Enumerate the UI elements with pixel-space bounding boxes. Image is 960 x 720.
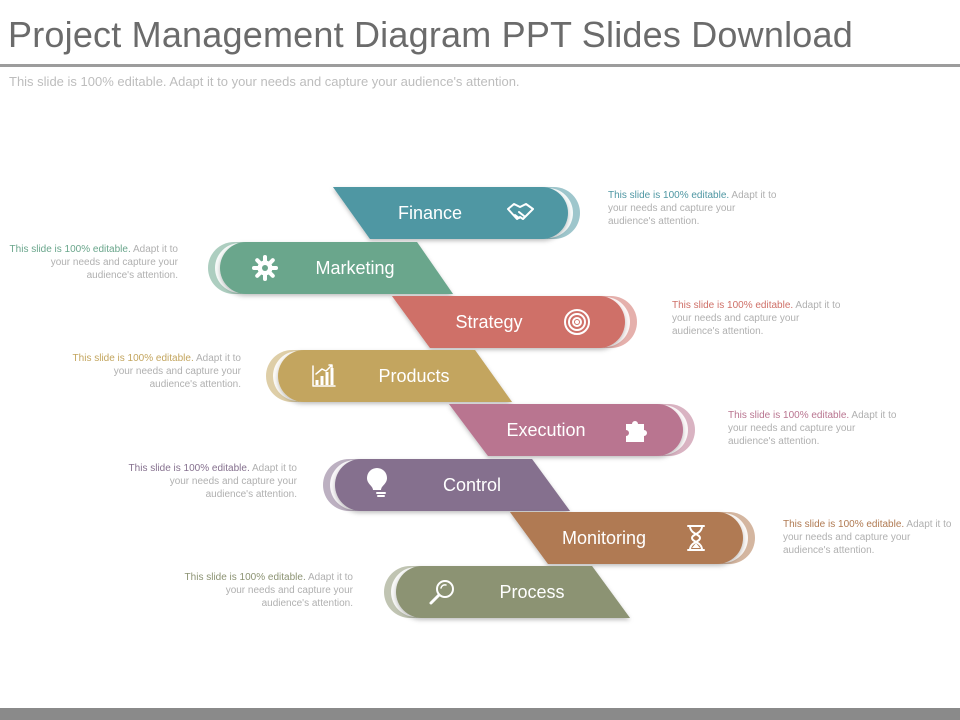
stage-shape bbox=[278, 350, 512, 402]
stage-label: Finance bbox=[398, 203, 462, 223]
stage-strategy: Strategy bbox=[392, 296, 637, 348]
description-highlight: This slide is 100% editable. bbox=[728, 410, 850, 421]
description-text: Adapt it to your needs and capture your … bbox=[783, 519, 952, 556]
stage-description: This slide is 100% editable. Adapt it to… bbox=[783, 518, 955, 557]
description-text: Adapt it to your needs and capture your … bbox=[169, 463, 297, 500]
target-icon bbox=[564, 309, 590, 335]
stage-shape bbox=[220, 242, 453, 294]
description-text: Adapt it to your needs and capture your … bbox=[672, 300, 841, 337]
description-highlight: This slide is 100% editable. bbox=[72, 353, 194, 364]
description-highlight: This slide is 100% editable. bbox=[128, 463, 250, 474]
description-highlight: This slide is 100% editable. bbox=[608, 190, 730, 201]
stage-execution: Execution bbox=[449, 404, 695, 456]
stage-description: This slide is 100% editable. Adapt it to… bbox=[69, 352, 241, 391]
slide-subtitle: This slide is 100% editable. Adapt it to… bbox=[9, 74, 520, 89]
stage-description: This slide is 100% editable. Adapt it to… bbox=[728, 409, 900, 448]
stage-shape bbox=[449, 404, 683, 456]
description-text: Adapt it to your needs and capture your … bbox=[50, 244, 178, 281]
stage-label: Marketing bbox=[315, 258, 394, 278]
stage-label: Control bbox=[443, 475, 501, 495]
handshake-icon bbox=[507, 203, 534, 220]
stage-shape bbox=[392, 296, 625, 348]
description-text: Adapt it to your needs and capture your … bbox=[225, 572, 353, 609]
stage-label: Monitoring bbox=[562, 528, 646, 548]
description-highlight: This slide is 100% editable. bbox=[783, 519, 905, 530]
hourglass-icon bbox=[687, 525, 705, 551]
description-text: Adapt it to your needs and capture your … bbox=[728, 410, 897, 447]
puzzle-icon bbox=[626, 421, 647, 442]
description-highlight: This slide is 100% editable. bbox=[184, 572, 306, 583]
magnifier-icon bbox=[429, 580, 454, 605]
bar-chart-icon bbox=[312, 364, 336, 387]
description-text: Adapt it to your needs and capture your … bbox=[608, 190, 777, 227]
description-text: Adapt it to your needs and capture your … bbox=[113, 353, 241, 390]
stage-label: Process bbox=[499, 582, 564, 602]
stage-monitoring: Monitoring bbox=[510, 512, 755, 564]
stage-description: This slide is 100% editable. Adapt it to… bbox=[6, 243, 178, 282]
slide-title: Project Management Diagram PPT Slides Do… bbox=[8, 14, 853, 55]
title-divider bbox=[0, 64, 960, 67]
stage-marketing: Marketing bbox=[208, 242, 453, 294]
lightbulb-icon bbox=[367, 468, 387, 497]
stage-control: Control bbox=[323, 459, 570, 511]
stage-shape bbox=[333, 187, 568, 239]
stage-description: This slide is 100% editable. Adapt it to… bbox=[608, 189, 780, 228]
stage-finance: Finance bbox=[333, 187, 580, 239]
stage-label: Execution bbox=[506, 420, 585, 440]
stage-description: This slide is 100% editable. Adapt it to… bbox=[672, 299, 844, 338]
stage-description: This slide is 100% editable. Adapt it to… bbox=[181, 571, 353, 610]
stage-shape bbox=[335, 459, 570, 511]
description-highlight: This slide is 100% editable. bbox=[9, 244, 131, 255]
stage-shape bbox=[510, 512, 743, 564]
stage-products: Products bbox=[266, 350, 512, 402]
stage-process: Process bbox=[384, 566, 630, 618]
stage-label: Strategy bbox=[455, 312, 522, 332]
footer-bar bbox=[0, 708, 960, 720]
stage-description: This slide is 100% editable. Adapt it to… bbox=[125, 462, 297, 501]
stage-shape bbox=[396, 566, 630, 618]
description-highlight: This slide is 100% editable. bbox=[672, 300, 794, 311]
stage-label: Products bbox=[378, 366, 449, 386]
gear-icon bbox=[252, 255, 278, 281]
